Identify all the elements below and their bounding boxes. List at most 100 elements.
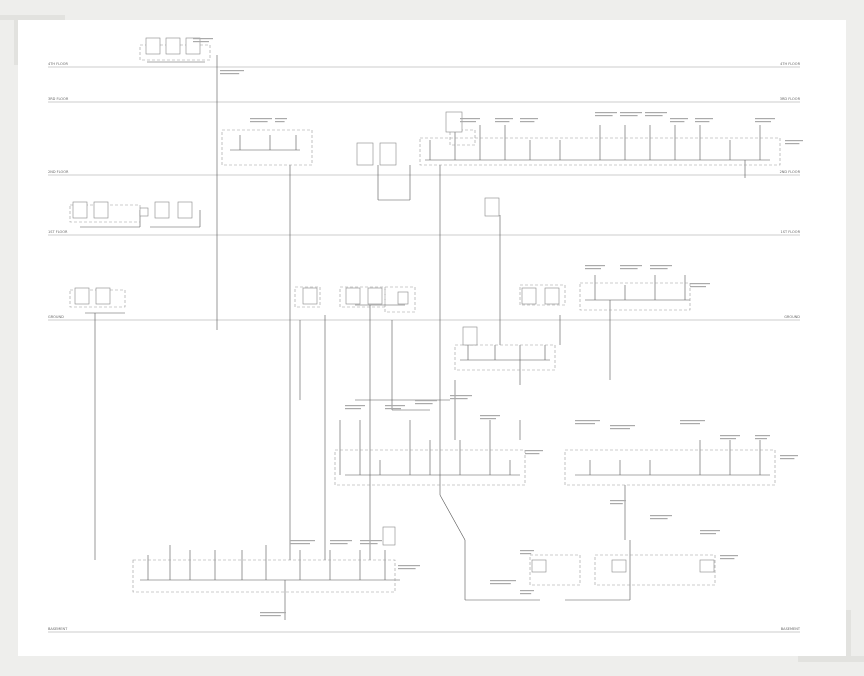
level-label-right: BASEMENT: [781, 627, 801, 631]
equipment-box: [74, 287, 90, 305]
annotation-mark: [193, 38, 213, 40]
annotation-mark: [610, 500, 626, 502]
annotation-mark: [780, 458, 795, 460]
panel-outline: [419, 137, 781, 166]
equipment-box: [302, 287, 318, 305]
equipment-box: [367, 287, 383, 305]
annotation-mark: [670, 118, 688, 120]
annotation-mark: [360, 543, 378, 545]
annotation-mark: [520, 118, 538, 120]
annotation-mark: [250, 121, 268, 123]
annotation-mark: [290, 540, 315, 542]
annotation-mark: [575, 420, 600, 422]
panel-outline: [294, 286, 321, 308]
equipment-box: [139, 207, 149, 217]
equipment-box: [345, 287, 361, 305]
annotation-mark: [645, 115, 663, 117]
annotation-mark: [490, 583, 511, 585]
panel-outline: [221, 129, 313, 166]
annotation-mark: [480, 415, 500, 417]
annotation-mark: [680, 420, 705, 422]
annotation-mark: [520, 593, 532, 595]
annotation-mark: [780, 455, 798, 457]
equipment-box: [699, 559, 715, 573]
corner-decoration-bottom-right-side: [846, 610, 851, 662]
equipment-box: [379, 142, 397, 166]
level-label-left: 3RD FLOOR: [48, 97, 69, 101]
annotation-mark: [650, 265, 672, 267]
annotation-mark: [620, 268, 638, 270]
annotation-mark: [290, 543, 310, 545]
annotation-mark: [385, 408, 401, 410]
annotation-mark: [490, 580, 516, 582]
level-label-right: 1ST FLOOR: [781, 230, 801, 234]
level-label-right: GROUND: [784, 315, 800, 319]
corner-decoration-bottom-right: [798, 656, 864, 662]
equipment-box: [544, 287, 560, 305]
equipment-box: [462, 326, 478, 346]
equipment-box: [185, 37, 201, 55]
annotation-mark: [595, 112, 617, 114]
annotation-mark: [275, 121, 285, 123]
annotation-mark: [260, 615, 281, 617]
annotation-mark: [525, 453, 540, 455]
annotation-mark: [610, 425, 635, 427]
equipment-box: [154, 201, 170, 219]
annotation-mark: [450, 395, 472, 397]
level-label-right: 2ND FLOOR: [780, 170, 801, 174]
equipment-box: [521, 287, 537, 305]
annotation-mark: [220, 70, 244, 72]
annotation-mark: [690, 283, 710, 285]
annotation-mark: [680, 423, 700, 425]
annotation-mark: [610, 428, 630, 430]
annotation-mark: [650, 515, 672, 517]
corner-decoration-top-left: [0, 15, 65, 20]
annotation-mark: [755, 435, 770, 437]
panel-outline: [132, 559, 396, 593]
equipment-box: [145, 37, 161, 55]
annotation-mark: [398, 568, 416, 570]
equipment-box: [177, 201, 193, 219]
annotation-mark: [720, 435, 740, 437]
annotation-mark: [495, 121, 510, 123]
annotation-mark: [575, 423, 595, 425]
annotation-mark: [650, 268, 668, 270]
annotation-mark: [610, 503, 623, 505]
annotation-mark: [620, 115, 638, 117]
equipment-box: [382, 526, 396, 546]
annotation-mark: [460, 121, 476, 123]
annotation-mark: [520, 590, 534, 592]
equipment-box: [484, 197, 500, 217]
annotation-mark: [755, 438, 767, 440]
annotation-mark: [595, 115, 613, 117]
annotation-mark: [785, 143, 800, 145]
annotation-mark: [260, 612, 286, 614]
annotation-mark: [480, 418, 496, 420]
annotation-mark: [695, 118, 713, 120]
equipment-box: [445, 111, 463, 133]
annotation-mark: [520, 550, 534, 552]
level-label-left: GROUND: [48, 315, 64, 319]
annotation-mark: [620, 112, 642, 114]
annotation-mark: [398, 565, 420, 567]
annotation-mark: [620, 265, 642, 267]
annotation-mark: [670, 121, 685, 123]
annotation-mark: [755, 121, 771, 123]
annotation-mark: [695, 121, 710, 123]
annotation-mark: [755, 118, 775, 120]
panel-outline: [594, 554, 716, 586]
level-label-right: 4TH FLOOR: [780, 62, 800, 66]
annotation-mark: [785, 140, 803, 142]
panel-outline: [454, 344, 556, 371]
annotation-mark: [360, 540, 382, 542]
equipment-box: [93, 201, 109, 219]
level-label-left: BASEMENT: [48, 627, 68, 631]
annotation-mark: [330, 543, 348, 545]
annotation-mark: [415, 400, 437, 402]
level-label-right: 3RD FLOOR: [780, 97, 801, 101]
annotation-mark: [330, 540, 352, 542]
equipment-box: [165, 37, 181, 55]
annotation-mark: [520, 553, 532, 555]
annotation-mark: [645, 112, 667, 114]
corner-decoration-top-left-side: [14, 15, 19, 65]
